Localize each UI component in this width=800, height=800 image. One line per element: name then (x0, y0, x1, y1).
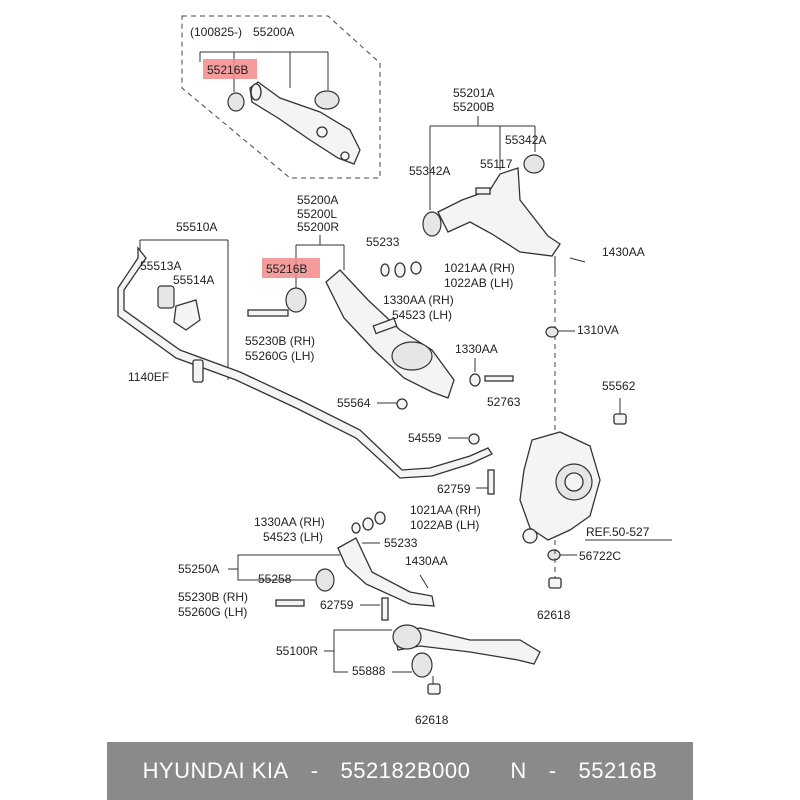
upper-right-arm: 55201A 55200B 55342A 55342A 55117 1430AA (409, 86, 645, 272)
label-56722C: 56722C (579, 549, 621, 563)
highlight-label-top: 55216B (207, 63, 248, 77)
highlight-box-top (203, 59, 257, 79)
lower-control-arm: 55200A 55200L 55200R 55216B 55233 1021AA… (245, 193, 515, 399)
label-1021AA-top: 1021AA (RH) (444, 261, 515, 275)
upper-right-label-1: 55201A (453, 86, 494, 100)
bushing-label-left: 55342A (409, 164, 450, 178)
upper-arm-inset: (100825-) 55200A 55216B (181, 15, 381, 179)
mid-label-2: 55200L (297, 207, 337, 221)
footer-diagram-code: 55216B (578, 758, 658, 783)
inset-part-label: 55200A (253, 25, 294, 39)
highlight-box-mid (262, 258, 320, 278)
label-1310VA: 1310VA (577, 323, 619, 337)
label-55233-low: 55233 (384, 536, 418, 550)
part-number-footer: HYUNDAI KIA - 552182B000 N - 55216B (107, 742, 693, 800)
label-54523-low: 54523 (LH) (263, 530, 323, 544)
label-55230B-top: 55230B (RH) (245, 334, 315, 348)
trailing-arm: 55100R 55888 62618 (276, 624, 541, 727)
knuckle-assembly: 1310VA 55562 REF.50-527 56722C 62618 (519, 272, 672, 622)
upper-right-label-2: 55200B (453, 100, 494, 114)
label-1430AA-top: 1430AA (602, 245, 645, 259)
label-62618-a: 62618 (537, 608, 571, 622)
footer-dash-1: - (310, 758, 319, 783)
label-1021AA-low: 1021AA (RH) (410, 503, 481, 517)
bushing-label-right: 55342A (505, 133, 546, 147)
label-62759-a: 62759 (437, 482, 471, 496)
inset-date-label: (100825-) (190, 25, 242, 39)
label-55564: 55564 (337, 396, 371, 410)
label-62618-b: 62618 (415, 713, 449, 727)
label-55250A: 55250A (178, 562, 219, 576)
label-1330AA-top: 1330AA (RH) (383, 293, 454, 307)
label-55258: 55258 (258, 572, 292, 586)
footer-part-number: 552182B000 (340, 758, 471, 783)
footer-n-label: N (510, 758, 527, 783)
footer-brand: HYUNDAI KIA (142, 758, 289, 783)
highlight-label-mid: 55216B (266, 262, 307, 276)
mid-fasteners: 1330AA 52763 55564 54559 62759 (337, 342, 521, 496)
label-55514A: 55514A (173, 273, 214, 287)
label-1330AA-mid: 1330AA (455, 342, 498, 356)
label-55260G-top: 55260G (LH) (245, 349, 314, 363)
label-55888: 55888 (352, 664, 386, 678)
ref-label: REF.50-527 (586, 525, 650, 539)
label-1022AB-top: 1022AB (LH) (444, 276, 513, 290)
stabilizer-bar: 55510A 55513A 55514A 1140EF (117, 220, 493, 479)
label-1140EF: 1140EF (128, 370, 169, 384)
label-1430AA-low: 1430AA (405, 554, 448, 568)
label-55100R: 55100R (276, 644, 318, 658)
label-1022AB-low: 1022AB (LH) (410, 518, 479, 532)
label-1330AA-low: 1330AA (RH) (254, 515, 325, 529)
label-54523-top: 54523 (LH) (392, 308, 452, 322)
label-55513A: 55513A (140, 259, 181, 273)
label-55230B-low: 55230B (RH) (178, 590, 248, 604)
toe-arm: 1330AA (RH) 54523 (LH) 1021AA (RH) 1022A… (178, 503, 481, 621)
label-54559: 54559 (408, 431, 442, 445)
bolt-label-55117: 55117 (480, 157, 513, 171)
label-62759-b: 62759 (320, 598, 354, 612)
mid-label-1: 55200A (297, 193, 338, 207)
label-55510A: 55510A (176, 220, 217, 234)
label-55562: 55562 (602, 379, 636, 393)
label-55233-top: 55233 (366, 235, 400, 249)
mid-label-3: 55200R (297, 220, 339, 234)
label-52763: 52763 (487, 395, 521, 409)
footer-dash-2: - (548, 758, 557, 783)
label-55260G-low: 55260G (LH) (178, 605, 247, 619)
